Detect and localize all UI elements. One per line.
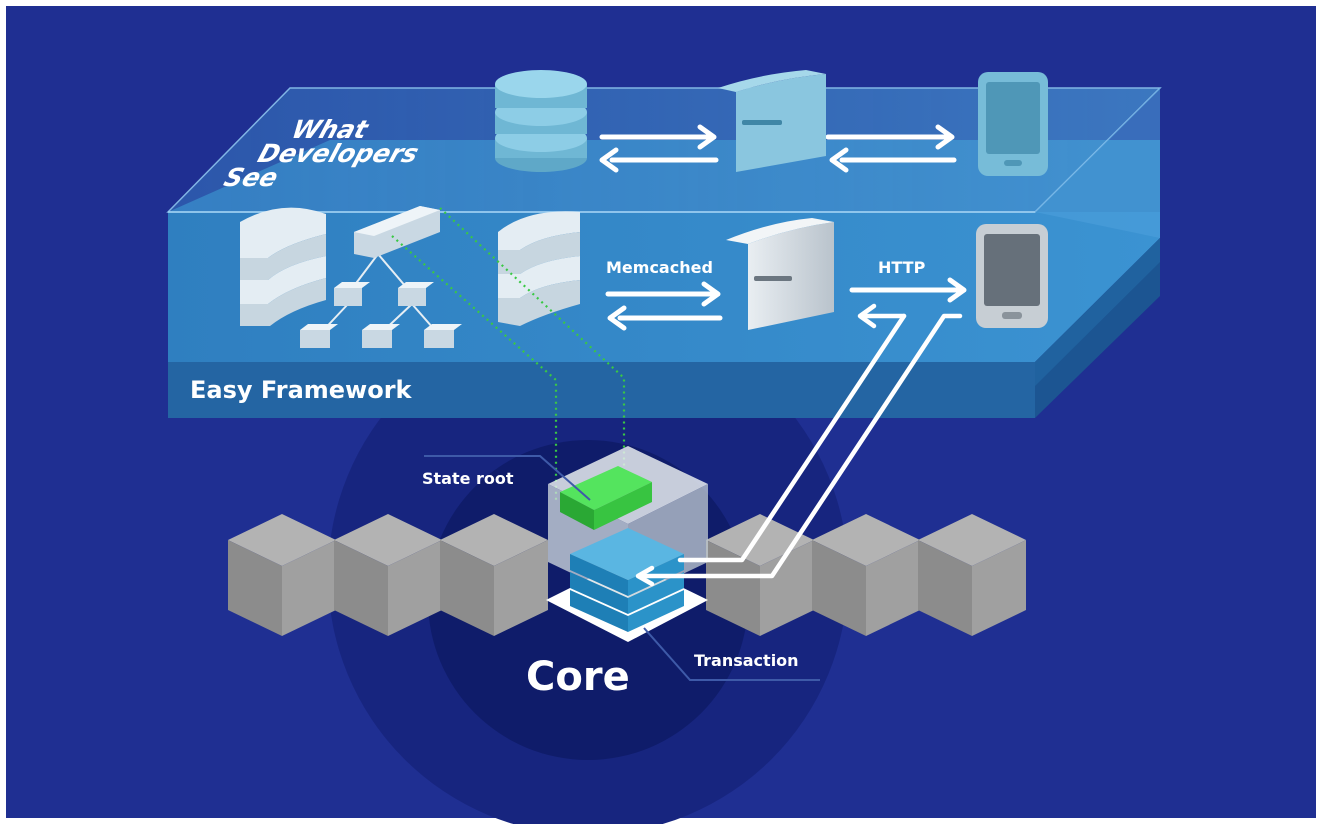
blockchain-block-icon xyxy=(228,514,336,636)
blockchain-block-icon xyxy=(440,514,548,636)
blockchain-block-icon xyxy=(334,514,442,636)
arrow-icon xyxy=(635,303,963,587)
blockchain xyxy=(228,514,1026,636)
leader-lines xyxy=(424,455,820,681)
top-label-line2: Developers xyxy=(254,140,422,169)
state-root-connection xyxy=(391,207,626,500)
blockchain-block-icon xyxy=(706,514,814,636)
transaction-label: Transaction xyxy=(694,651,799,670)
server-icon xyxy=(726,218,834,330)
state-root-label: State root xyxy=(422,469,514,488)
database-icon xyxy=(495,70,587,172)
top-layer-label: What Developers See xyxy=(220,116,422,193)
blockchain-block-icon xyxy=(918,514,1026,636)
easy-framework-label: Easy Framework xyxy=(190,376,413,404)
arrow-icon xyxy=(599,124,957,173)
transaction-stack xyxy=(570,528,684,632)
database-icon xyxy=(498,211,580,326)
memcached-label: Memcached xyxy=(606,258,713,277)
tree-icon xyxy=(300,206,462,348)
state-root-block xyxy=(560,466,652,530)
arrow-icon xyxy=(605,277,967,331)
core-label: Core xyxy=(526,654,630,700)
http-label: HTTP xyxy=(878,258,926,277)
blockchain-block-icon xyxy=(812,514,920,636)
server-icon xyxy=(718,70,826,172)
mobile-device-icon xyxy=(976,224,1048,328)
top-label-line1: What xyxy=(288,116,373,145)
what-developers-see-layer xyxy=(166,87,1162,238)
top-label-line3: See xyxy=(220,164,281,193)
database-icon xyxy=(240,207,326,326)
mobile-device-icon xyxy=(978,72,1048,176)
